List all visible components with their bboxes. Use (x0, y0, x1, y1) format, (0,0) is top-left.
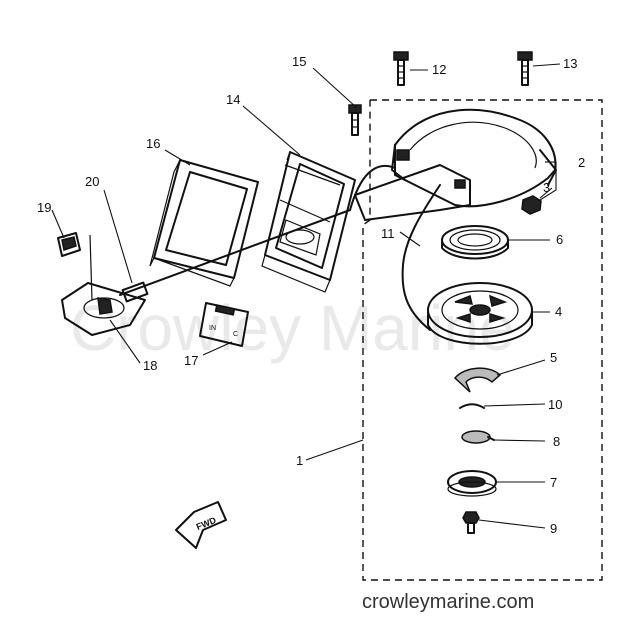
sheave-drum (427, 282, 533, 345)
housing-nut (521, 195, 542, 215)
small-clip (57, 232, 81, 257)
handle-grip (261, 151, 356, 293)
callout-18: 18 (143, 358, 157, 373)
callout-14: 14 (226, 92, 240, 107)
callout-4: 4 (555, 304, 562, 319)
label-plate-line2: C (233, 331, 238, 338)
callout-6: 6 (556, 232, 563, 247)
fwd-arrow-icon: FWD (175, 501, 227, 549)
callout-12: 12 (432, 62, 446, 77)
cable-guide (349, 165, 396, 211)
drive-plate (447, 470, 497, 497)
callout-17: 17 (184, 353, 198, 368)
leader-lines (51, 63, 561, 529)
handle-base (61, 234, 146, 336)
callout-numbers: 1 2 3 4 5 6 7 8 9 10 11 12 13 14 15 16 1… (37, 54, 585, 536)
bolt-12 (393, 51, 409, 86)
callout-5: 5 (550, 350, 557, 365)
starter-housing (354, 108, 557, 221)
callout-10: 10 (548, 397, 562, 412)
starter-rope (401, 184, 441, 331)
friction-plate (461, 430, 495, 444)
label-plate: IN C (199, 302, 249, 347)
callout-15: 15 (292, 54, 306, 69)
bolt-15 (348, 104, 362, 136)
callout-16: 16 (146, 136, 160, 151)
callout-7: 7 (550, 475, 557, 490)
callout-11: 11 (381, 226, 395, 241)
site-url: crowleymarine.com (362, 591, 534, 613)
return-spring (459, 403, 485, 409)
callout-13: 13 (563, 56, 577, 71)
callout-3: 3 (543, 180, 550, 195)
drive-pawl (453, 367, 502, 393)
callout-9: 9 (550, 521, 557, 536)
label-plate-line1: IN (209, 325, 216, 332)
pull-cable (119, 209, 351, 296)
callout-19: 19 (37, 200, 51, 215)
handle-frame (149, 159, 259, 287)
callout-20: 20 (85, 174, 99, 189)
watermark: Crowley Marine (70, 292, 515, 364)
callout-2: 2 (578, 155, 585, 170)
bolt-13 (517, 51, 533, 86)
callout-1: 1 (296, 453, 303, 468)
spiral-spring (441, 225, 509, 260)
callout-8: 8 (553, 434, 560, 449)
bolt-9 (462, 511, 480, 534)
